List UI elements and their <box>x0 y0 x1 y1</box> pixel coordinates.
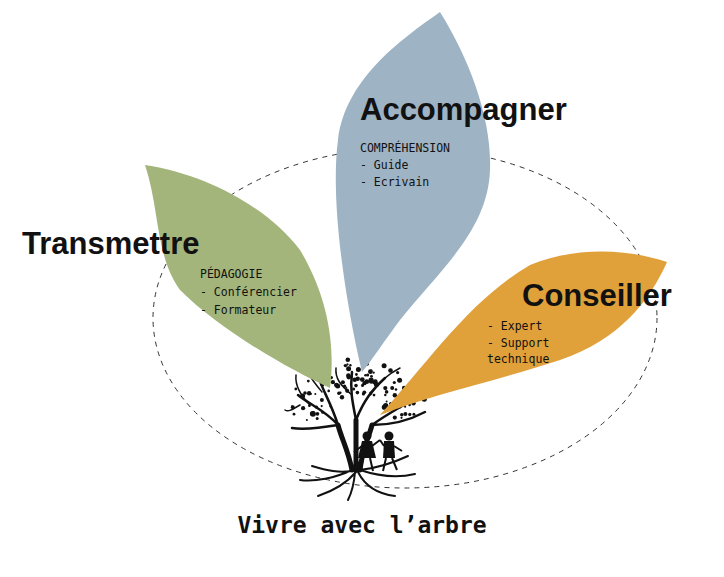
leaf-shape <box>18 163 338 393</box>
leaf-heading: Accompagner <box>360 92 567 128</box>
leaf-item: PÉDAGOGIE <box>200 266 262 282</box>
children-silhouettes <box>354 432 402 472</box>
leaf-item: - Ecrivain <box>360 174 429 190</box>
leaf-item: - Expert <box>487 318 542 334</box>
leaf-item: - Support technique <box>487 335 573 367</box>
caption: Vivre avec l’arbre <box>0 510 724 540</box>
leaf-node: TransmettrePÉDAGOGIE - Conférencier - Form… <box>18 163 338 393</box>
leaf-heading: Conseiller <box>522 278 672 314</box>
leaf-item: - Formateur <box>200 302 276 318</box>
tree <box>285 360 425 500</box>
leaf-item: - Conférencier <box>200 284 297 300</box>
leaf-item: COMPRÉHENSION <box>360 140 450 156</box>
leaf-node: Conseiller - Expert- Support technique <box>376 244 706 420</box>
leaf-item: - Guide <box>360 157 408 173</box>
leaf-heading: Transmettre <box>22 226 199 262</box>
